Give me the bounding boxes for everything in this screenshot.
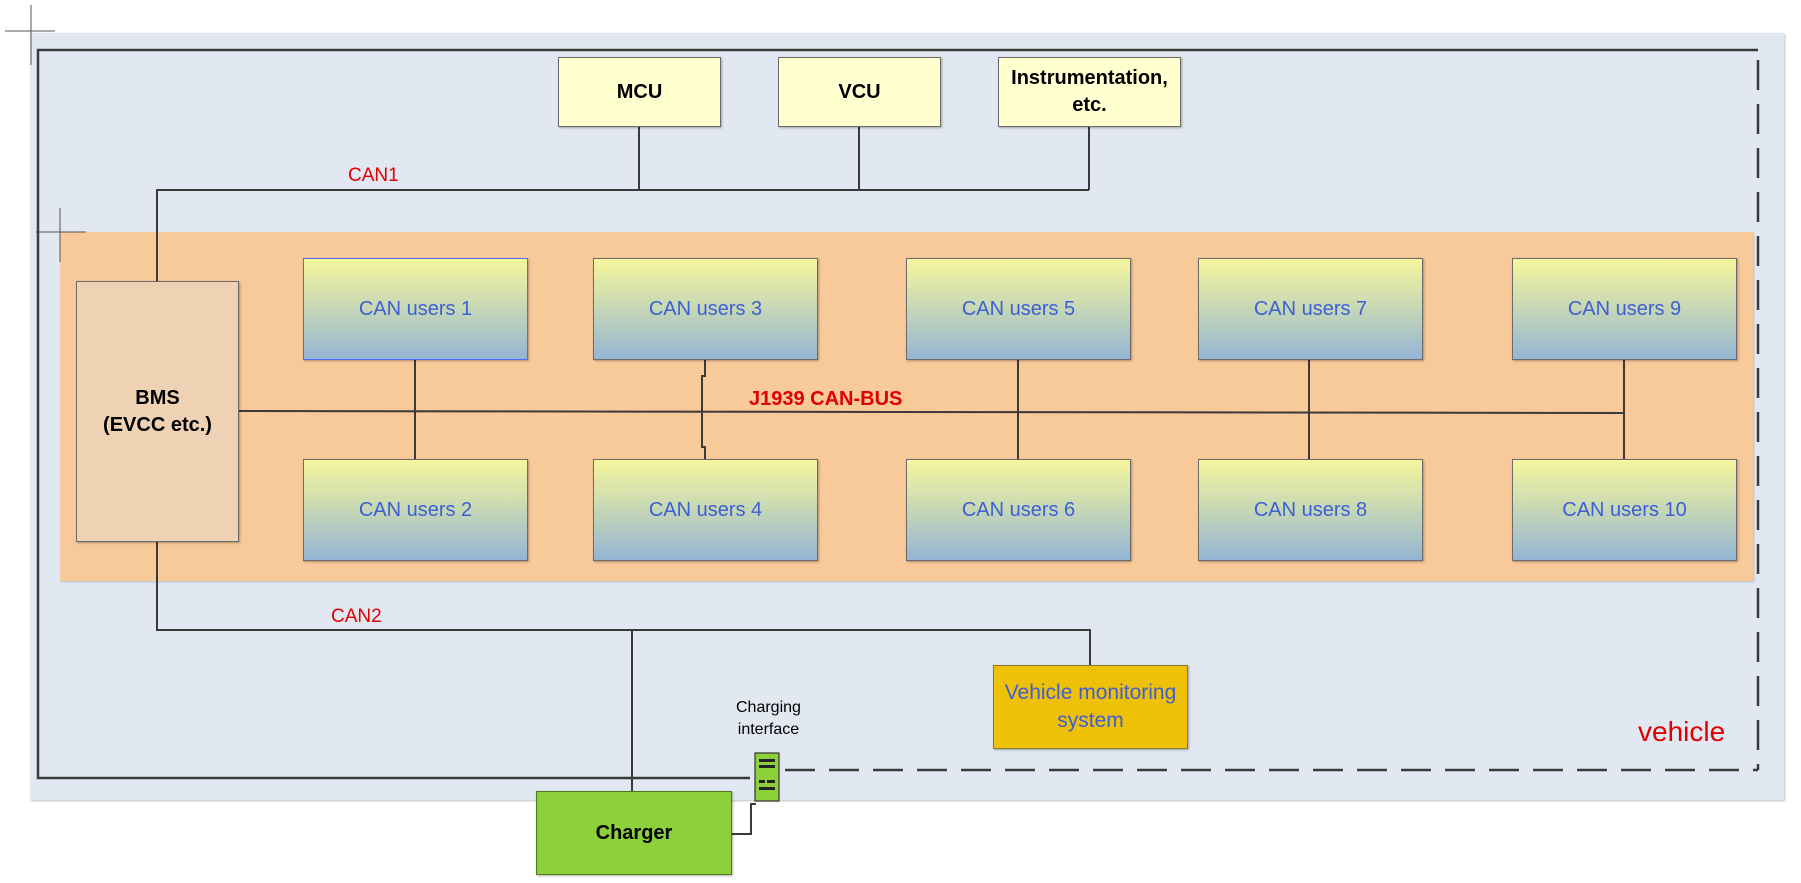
mcu-label: MCU bbox=[616, 80, 663, 103]
can-user-label: CAN users 6 bbox=[961, 498, 1076, 521]
charger-label: Charger bbox=[595, 821, 673, 844]
bms-label: BMS (EVCC etc.) bbox=[103, 386, 212, 436]
can-user-label: CAN users 2 bbox=[358, 498, 473, 521]
can-user-label: CAN users 3 bbox=[648, 297, 763, 320]
can-user-2: CAN users 2 bbox=[303, 459, 528, 561]
crosshair-marks bbox=[5, 5, 86, 262]
can-user-label: CAN users 1 bbox=[358, 297, 473, 320]
charger-box: Charger bbox=[536, 791, 732, 875]
charging-interface-label: Charging interface bbox=[736, 699, 801, 739]
can-user-8: CAN users 8 bbox=[1198, 459, 1423, 561]
can-user-5: CAN users 5 bbox=[906, 258, 1131, 360]
can-user-6: CAN users 6 bbox=[906, 459, 1131, 561]
can-user-label: CAN users 8 bbox=[1253, 498, 1368, 521]
charging-interface-icon bbox=[754, 752, 780, 802]
can-user-9: CAN users 9 bbox=[1512, 258, 1737, 360]
can-user-label: CAN users 4 bbox=[648, 498, 763, 521]
can2-label: CAN2 bbox=[331, 606, 382, 627]
can-user-label: CAN users 7 bbox=[1253, 297, 1368, 320]
vehicle-monitoring-box: Vehicle monitoring system bbox=[993, 665, 1188, 749]
can-user-10: CAN users 10 bbox=[1512, 459, 1737, 561]
can-user-3: CAN users 3 bbox=[593, 258, 818, 360]
vehicle-boundary bbox=[36, 48, 1760, 780]
instrumentation-label: Instrumentation, etc. bbox=[1011, 67, 1168, 116]
can-user-label: CAN users 5 bbox=[961, 297, 1076, 320]
vehicle-label: vehicle bbox=[1638, 716, 1726, 747]
instrumentation-box: Instrumentation, etc. bbox=[998, 57, 1181, 127]
can-user-label: CAN users 10 bbox=[1562, 498, 1687, 521]
mcu-box: MCU bbox=[558, 57, 721, 127]
can1-line bbox=[156, 189, 1089, 282]
vcu-label: VCU bbox=[838, 80, 881, 103]
j1939-bus-line bbox=[237, 410, 1625, 414]
vehicle-monitoring-label: Vehicle monitoring system bbox=[1004, 680, 1177, 732]
can-user-7: CAN users 7 bbox=[1198, 258, 1423, 360]
j1939-bus-label: J1939 CAN-BUS bbox=[749, 388, 903, 410]
can-user-label: CAN users 9 bbox=[1567, 297, 1682, 320]
can1-label: CAN1 bbox=[348, 165, 399, 186]
bms-box: BMS (EVCC etc.) bbox=[76, 281, 239, 542]
can2-line bbox=[156, 541, 1091, 665]
can-user-4: CAN users 4 bbox=[593, 459, 818, 561]
vcu-box: VCU bbox=[778, 57, 941, 127]
can-user-1: CAN users 1 bbox=[303, 258, 528, 360]
